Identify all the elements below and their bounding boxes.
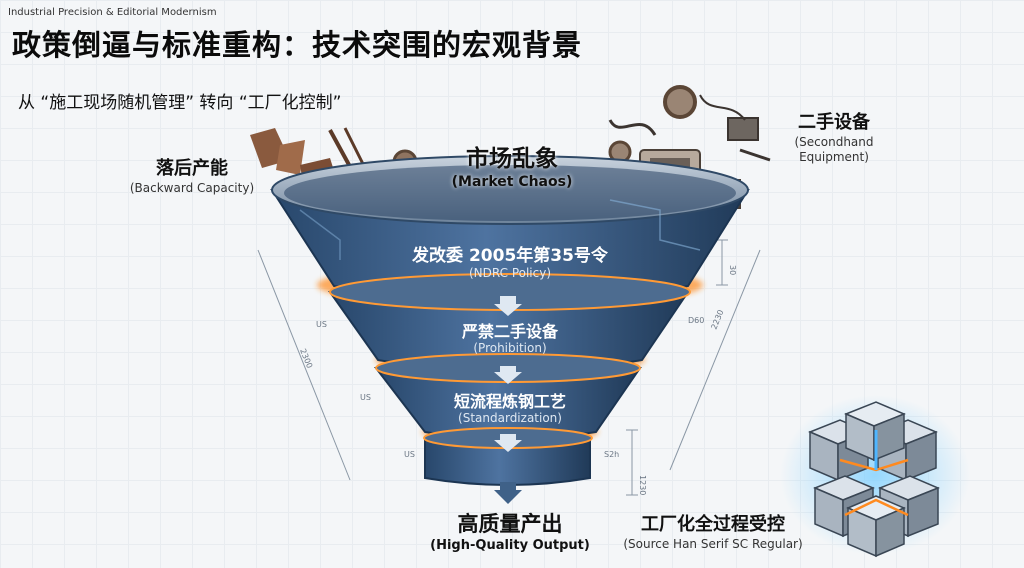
label-stage-ndrc-en: (NDRC Policy) <box>468 266 552 281</box>
funnel-spout <box>423 427 593 486</box>
dim-d1: 2300 <box>298 347 314 369</box>
page-subtitle: 从 “施工现场随机管理” 转向 “工厂化控制” <box>18 93 342 113</box>
label-output-zh: 高质量产出 <box>457 512 563 536</box>
label-factory-control-zh: 工厂化全过程受控 <box>641 514 785 535</box>
label-market-chaos-zh: 市场乱象 <box>466 146 558 172</box>
page-title: 政策倒逼与标准重构：技术突围的宏观背景 <box>12 28 583 62</box>
label-factory-control: 工厂化全过程受控 (Source Han Serif SC Regular) <box>618 514 808 552</box>
dim-d5: US <box>316 320 327 329</box>
label-secondhand-equipment-en-2: Equipment) <box>799 149 869 164</box>
label-stage-prohibition-zh: 严禁二手设备 <box>461 322 558 341</box>
label-output: 高质量产出 (High-Quality Output) <box>400 508 620 553</box>
dim-d9: 1230 <box>638 475 647 495</box>
dimension-lines <box>257 239 761 496</box>
dim-d7: US <box>404 450 415 459</box>
label-output-en: (High-Quality Output) <box>430 538 590 553</box>
label-stage-ndrc-zh: 发改委 2005年第35号令 <box>412 246 608 266</box>
dim-d6: US <box>360 393 371 402</box>
slide-label: Industrial Precision & Editorial Moderni… <box>8 7 217 18</box>
label-secondhand-equipment: 二手设备 (Secondhand Equipment) <box>770 112 898 165</box>
dim-d4: D60 <box>688 316 704 325</box>
flow-arrows <box>494 296 522 504</box>
label-stage-prohibition-en: (Prohibition) <box>473 341 547 356</box>
label-market-chaos-en: (Market Chaos) <box>451 173 573 190</box>
dim-d3: 30 <box>728 265 737 275</box>
label-market-chaos: 市场乱象 (Market Chaos) <box>382 146 642 190</box>
label-backward-capacity-en: (Backward Capacity) <box>129 180 255 195</box>
label-stage-standardization-zh: 短流程炼钢工艺 <box>453 392 566 411</box>
dim-d2: 2230 <box>710 309 726 331</box>
label-secondhand-equipment-en-1: (Secondhand <box>794 134 874 149</box>
factory-cube-cluster <box>780 395 970 558</box>
label-backward-capacity: 落后产能 (Backward Capacity) <box>122 158 262 196</box>
label-stage-prohibition: 严禁二手设备 (Prohibition) <box>380 322 640 356</box>
label-stage-standardization: 短流程炼钢工艺 (Standardization) <box>380 392 640 426</box>
label-backward-capacity-zh: 落后产能 <box>156 158 228 179</box>
label-secondhand-equipment-zh: 二手设备 <box>798 112 870 133</box>
label-stage-standardization-en: (Standardization) <box>458 411 562 426</box>
dim-d8: S2h <box>604 450 619 459</box>
label-factory-control-en: (Source Han Serif SC Regular) <box>623 536 803 551</box>
funnel-tier-1 <box>270 155 750 307</box>
label-stage-ndrc: 发改委 2005年第35号令 (NDRC Policy) <box>380 246 640 281</box>
